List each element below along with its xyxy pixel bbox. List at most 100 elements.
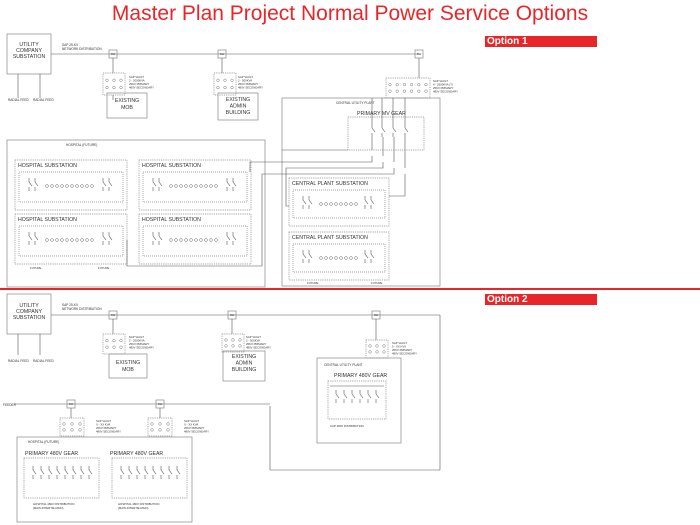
substation-box bbox=[138, 213, 252, 265]
radial-feed-label: RADIAL FEED bbox=[33, 98, 54, 102]
network-label: SAP 25-KV bbox=[62, 303, 79, 307]
existing-admin-label: EXISTING bbox=[232, 354, 256, 360]
utility-label: COMPANY bbox=[16, 309, 42, 315]
transformer-coil bbox=[85, 238, 89, 242]
radial-feed-label: RADIAL FEED bbox=[8, 98, 29, 102]
transformer-coil bbox=[112, 78, 116, 82]
transformer-coil bbox=[119, 86, 123, 90]
transformer-coil bbox=[189, 184, 193, 188]
breaker-blade bbox=[308, 253, 313, 259]
transformer-coil bbox=[223, 86, 227, 90]
transformer-coil bbox=[112, 339, 116, 343]
transformer-coil bbox=[231, 338, 235, 342]
hospital-future-label: HOSPITAL (FUTURE) bbox=[28, 440, 59, 444]
transformer-coil bbox=[209, 238, 213, 242]
substation-inner bbox=[292, 243, 386, 273]
radial-feed-label: RADIAL FEED bbox=[33, 359, 54, 363]
breaker-blade bbox=[335, 393, 340, 399]
vault-admin-label: 25KV PRIMARY bbox=[238, 82, 258, 86]
transformer-coil bbox=[375, 344, 379, 348]
central-utility-plant-box bbox=[281, 97, 441, 287]
cup-label: CENTRAL UTILITY PLANT bbox=[336, 101, 375, 105]
feeder bbox=[249, 156, 373, 172]
breaker-blade bbox=[102, 181, 107, 187]
breaker-blade bbox=[404, 127, 409, 133]
utility-label: SUBSTATION bbox=[13, 54, 46, 60]
transformer-coil bbox=[223, 78, 227, 82]
breaker-blade bbox=[28, 181, 33, 187]
transformer-coil bbox=[334, 256, 338, 260]
breaker-blade bbox=[64, 469, 69, 475]
transformer-coil bbox=[45, 238, 49, 242]
transformer-coil bbox=[395, 83, 399, 87]
substation-title: HOSPITAL SUBSTATION bbox=[18, 163, 77, 169]
vault-cup-label: SAP VAULT bbox=[433, 79, 448, 83]
transformer-coil bbox=[174, 238, 178, 242]
breaker-blade bbox=[80, 469, 85, 475]
breaker-blade bbox=[226, 235, 231, 241]
transformer-coil bbox=[214, 184, 218, 188]
breaker-blade bbox=[56, 469, 61, 475]
switch-node-label: SW bbox=[374, 313, 379, 317]
breaker-blade bbox=[32, 469, 37, 475]
primary-480v-gear-box bbox=[111, 457, 188, 499]
transformer-coil bbox=[388, 89, 392, 93]
vault-admin-label: 480V SECONDARY bbox=[246, 346, 271, 350]
vault-box bbox=[147, 417, 173, 437]
transformer-coil bbox=[158, 422, 162, 426]
transformer-coil bbox=[50, 184, 54, 188]
transformer-coil bbox=[324, 256, 328, 260]
substation-inner bbox=[142, 225, 248, 257]
network-label: NETWORK DISTRIBUTION bbox=[62, 47, 102, 51]
vault-admin-label: SAP VAULT bbox=[238, 75, 253, 79]
transformer-coil bbox=[382, 350, 386, 354]
transformer-coil bbox=[324, 202, 328, 206]
substation-box bbox=[14, 213, 128, 265]
transformer-coil bbox=[204, 238, 208, 242]
transformer-coil bbox=[344, 202, 348, 206]
breaker-blade bbox=[158, 181, 163, 187]
vault-cup-label: 5 - XX KVA bbox=[392, 345, 406, 349]
vault-cup-label: SAP VAULT bbox=[392, 341, 407, 345]
substation-inner bbox=[142, 171, 248, 203]
transformer-coil bbox=[60, 184, 64, 188]
vault-hosp-label: 25KV PRIMARY bbox=[96, 426, 116, 430]
transformer-coil bbox=[65, 184, 69, 188]
primary-mv-gear-box bbox=[347, 116, 425, 151]
substation-title: HOSPITAL SUBSTATION bbox=[142, 163, 201, 169]
vault-hosp-label: X - XX KVA bbox=[184, 423, 198, 427]
radial-feed-label: RADIAL FEED bbox=[8, 359, 29, 363]
feeder bbox=[389, 174, 406, 197]
existing-admin-label: BUILDING bbox=[232, 367, 257, 373]
vault-box bbox=[102, 333, 126, 355]
transformer-coil bbox=[194, 184, 198, 188]
substation-title: CENTRAL PLANT SUBSTATION bbox=[292, 181, 368, 187]
breaker-blade bbox=[351, 393, 356, 399]
transformer-coil bbox=[90, 238, 94, 242]
substation-title: HOSPITAL SUBSTATION bbox=[18, 217, 77, 223]
breaker-blade bbox=[152, 181, 157, 187]
transformer-coil bbox=[62, 428, 66, 432]
breaker-blade bbox=[176, 469, 181, 475]
transformer-coil bbox=[179, 184, 183, 188]
transformer-coil bbox=[55, 184, 59, 188]
breaker-blade bbox=[144, 469, 149, 475]
transformer-coil bbox=[105, 78, 109, 82]
existing-mob-label: EXISTING bbox=[115, 98, 139, 104]
transformer-coil bbox=[75, 238, 79, 242]
vault-admin-label: SAP VAULT bbox=[246, 335, 261, 339]
utility-label: SUBSTATION bbox=[13, 315, 46, 321]
transformer-coil bbox=[410, 89, 414, 93]
transformer-coil bbox=[349, 202, 353, 206]
hospital-future-box bbox=[16, 436, 193, 523]
transformer-coil bbox=[70, 422, 74, 426]
transformer-coil bbox=[189, 238, 193, 242]
transformer-coil bbox=[368, 344, 372, 348]
hospital-future-box bbox=[6, 139, 266, 288]
hospital-dist-label: (MAIN-INTERTIE-MAIN) bbox=[118, 506, 148, 510]
transformer-coil bbox=[169, 238, 173, 242]
transformer-coil bbox=[209, 184, 213, 188]
hospital-dist-label: (MAIN-INTERTIE-MAIN) bbox=[33, 506, 63, 510]
transformer-coil bbox=[402, 89, 406, 93]
substation-title: HOSPITAL SUBSTATION bbox=[142, 217, 201, 223]
